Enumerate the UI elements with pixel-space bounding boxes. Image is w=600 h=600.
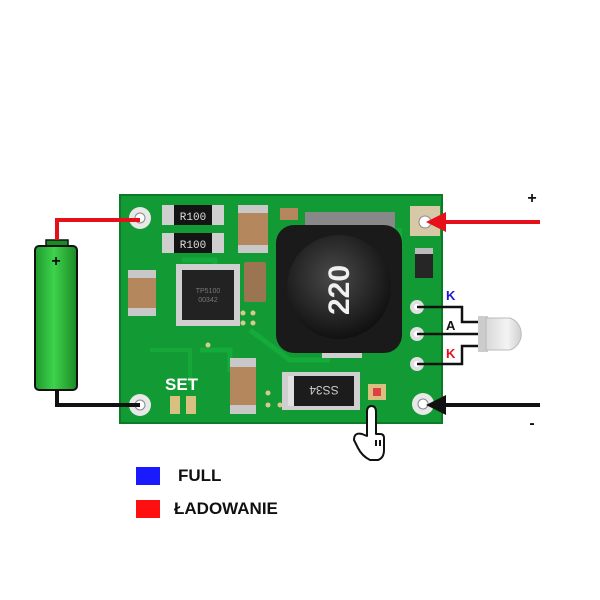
battery-wires	[55, 218, 140, 407]
led-pin-a: A	[446, 318, 456, 333]
legend-charging-label: ŁADOWANIE	[174, 499, 278, 518]
bicolor-led	[478, 316, 522, 352]
pointing-hand-icon	[353, 405, 385, 461]
input-arrow-plus	[426, 212, 540, 232]
resistor-top: R100	[162, 205, 224, 225]
ic-text-1: TP5100	[196, 288, 221, 295]
legend-charging-swatch	[136, 500, 160, 518]
led-pin-k-top: K	[446, 288, 456, 303]
input-plus-label: +	[527, 190, 536, 207]
input-minus-label: -	[529, 415, 534, 432]
ic-text-2: 00342	[198, 297, 218, 304]
legend-full: FULL	[136, 466, 221, 486]
diode-label: SS34	[309, 383, 339, 397]
pad-bottom-right	[412, 393, 434, 415]
small-diode	[415, 248, 433, 278]
battery-plus: +	[51, 253, 60, 270]
legend-full-label: FULL	[178, 466, 222, 485]
led-wires	[417, 305, 480, 366]
input-arrow-minus	[426, 395, 540, 415]
set-pads	[170, 396, 196, 414]
inductor-label: 220	[323, 265, 356, 315]
legend-charging: ŁADOWANIE	[136, 499, 278, 519]
battery: +	[34, 239, 78, 391]
status-led	[368, 384, 386, 400]
resistor-top-label: R100	[180, 212, 206, 224]
led-pin-k-bottom: K	[446, 346, 456, 361]
capacitors	[128, 205, 298, 414]
legend-full-swatch	[136, 467, 160, 485]
inductor: 220	[276, 212, 402, 358]
resistor-bottom-label: R100	[180, 240, 206, 252]
diode-ss34: SS34	[282, 372, 360, 410]
resistor-bottom: R100	[162, 233, 224, 253]
set-label: SET	[165, 375, 199, 394]
charger-ic: TP5100 00342	[176, 264, 240, 326]
led-pads	[410, 300, 424, 371]
